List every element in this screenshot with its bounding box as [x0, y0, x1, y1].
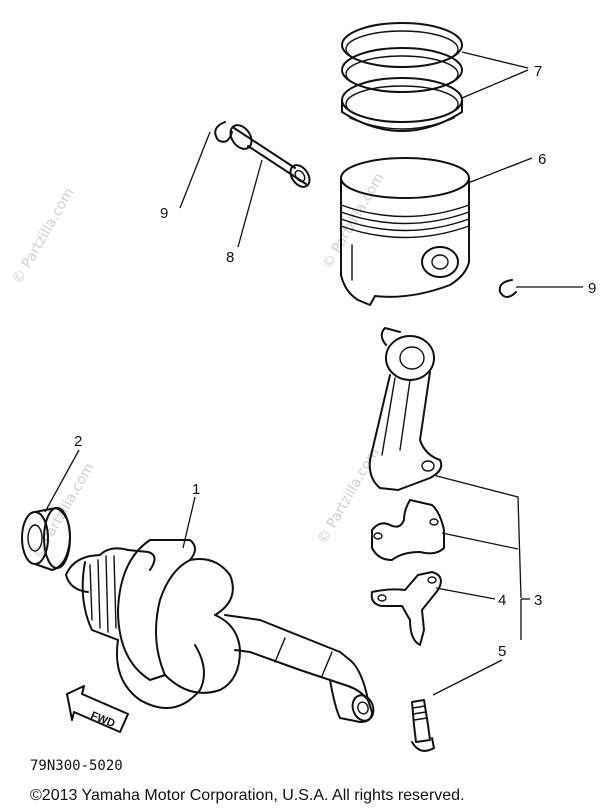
- piston-pin: [229, 124, 311, 188]
- callout-5: 5: [498, 643, 506, 660]
- callout-7: 7: [534, 63, 542, 80]
- crankshaft: [65, 539, 375, 723]
- forward-arrow-label: FWD: [89, 710, 117, 731]
- callout-6: 6: [538, 151, 546, 168]
- callout-4: 4: [498, 592, 506, 609]
- piston-rings: [341, 22, 463, 132]
- callout-2: 2: [74, 433, 82, 450]
- callouts: 1 2 3 4 5 6 7 8 9 9: [74, 63, 596, 660]
- lock-plate: [370, 571, 442, 646]
- bolt: [411, 699, 435, 752]
- callout-8: 8: [226, 249, 234, 266]
- callout-9-left: 9: [160, 205, 168, 222]
- diagram-code: 79N300-5020: [30, 758, 123, 774]
- forward-arrow: FWD: [66, 685, 129, 733]
- leader-lines: [44, 51, 583, 696]
- callout-1: 1: [192, 481, 200, 498]
- bearing: [21, 507, 71, 571]
- connecting-rod: [368, 327, 443, 491]
- callout-9-right: 9: [588, 280, 596, 297]
- watermark-left: © Partzilla.com: [10, 185, 78, 287]
- circlip-left: [214, 121, 233, 143]
- callout-3: 3: [534, 592, 542, 609]
- circlip-right: [498, 279, 517, 298]
- rod-cap: [371, 499, 445, 561]
- watermarks: © Partzilla.com © Partzilla.com © Partzi…: [10, 170, 388, 562]
- copyright-notice: ©2013 Yamaha Motor Corporation, U.S.A. A…: [30, 787, 465, 804]
- piston: [340, 157, 470, 306]
